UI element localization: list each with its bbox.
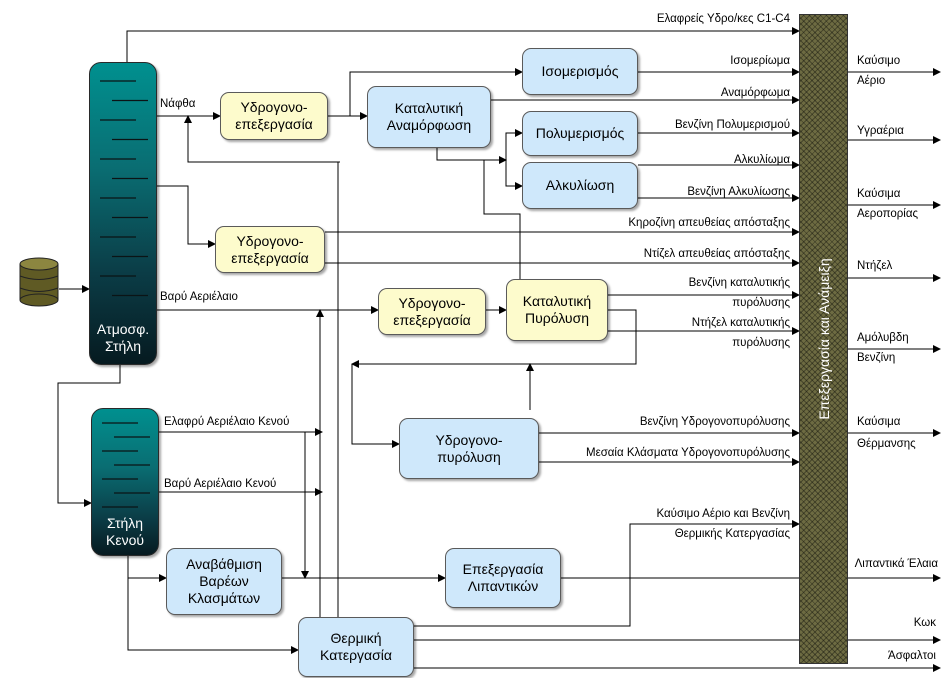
stream-light-vgo: Ελαφρύ Αεριέλαιο Κενού <box>164 416 290 428</box>
flow-line <box>157 185 216 248</box>
crude-tank-icon <box>19 257 59 307</box>
hydrocracking-unit: Υδρογονο- πυρόλυση <box>399 418 539 479</box>
stream-thermal-gas-gasoline-2: Θερμικής Κατεργασίας <box>674 528 790 540</box>
stream-cc-gasoline-2: πυρόλυσης <box>732 297 790 309</box>
product-fuel-gas: Καύσιμο <box>857 55 901 67</box>
atmospheric-column-label: Ατμοσφ. Στήλη <box>96 321 150 354</box>
flow-line <box>414 520 800 627</box>
flow-line <box>57 365 121 507</box>
stream-heavy-gasoil: Βαρύ Αεριέλαιο <box>160 291 238 303</box>
column-trays <box>100 80 148 297</box>
alkylation-unit: Αλκυλίωση <box>522 162 638 209</box>
flow-line <box>126 27 800 62</box>
product-coke: Κωκ <box>913 617 936 629</box>
catalytic-reforming-unit: Καταλυτική Αναμόρφωση <box>367 86 491 148</box>
isomerization-unit: Ισομερισμός <box>522 48 638 95</box>
stream-light-hydrocarbons: Ελαφρείς Υδρο/κες C1-C4 <box>656 13 790 25</box>
flow-line <box>436 148 507 164</box>
flow-line <box>483 160 521 279</box>
flow-line <box>184 115 340 163</box>
stream-heavy-vgo: Βαρύ Αεριέλαιο Κενού <box>164 478 277 490</box>
product-lpg: Υγραέρια <box>857 125 904 137</box>
thermal-processing-unit: Θερμική Κατεργασία <box>298 617 414 677</box>
blending-processing-column: Επεξεργασία και Ανάμειξη <box>799 14 848 664</box>
hydrotreating-gasoil-unit: Υδρογονο- επεξεργασία <box>378 288 486 335</box>
blending-label: Επεξεργασία και Ανάμειξη <box>815 258 832 420</box>
flow-line <box>351 309 637 368</box>
flow-line <box>505 160 523 190</box>
product-jet-fuel: Καύσιμα <box>857 188 901 200</box>
product-unleaded-gasoline-2: Βενζίνη <box>857 352 896 364</box>
heavy-fractions-upgrading-unit: Αναβάθμιση Βαρέων Κλασμάτων <box>166 548 282 615</box>
stream-cc-diesel: Ντήζελ καταλυτικής <box>691 317 790 329</box>
stream-alkylate: Αλκυλίωμα <box>733 154 790 166</box>
stream-isomerate: Ισομερίωμα <box>730 55 790 67</box>
stream-sr-diesel: Ντίζελ απευθείας απόσταξης <box>643 248 790 260</box>
atmospheric-column: Ατμοσφ. Στήλη <box>89 62 157 365</box>
product-heating-fuel: Καύσιμα <box>857 416 901 428</box>
product-asphalt: Άσφαλτοι <box>888 650 936 662</box>
flow-line <box>349 68 523 116</box>
product-fuel-gas-2: Αέριο <box>857 75 886 87</box>
stream-alkylation-gasoline: Βενζίνη Αλκυλίωσης <box>687 186 790 198</box>
stream-sr-kerosene: Κηροζίνη απευθείας απόσταξης <box>628 217 790 229</box>
flow-line <box>127 556 167 582</box>
stream-naphtha: Νάφθα <box>160 98 196 110</box>
catalytic-cracking-unit: Καταλυτική Πυρόλυση <box>506 279 608 341</box>
product-heating-fuel-2: Θέρμανσης <box>857 438 916 450</box>
vacuum-column-label: Στήλη Κενού <box>105 515 145 548</box>
stream-polymer-gasoline: Βενζίνη Πολυμερισμού <box>674 119 790 131</box>
flow-line <box>127 578 299 654</box>
stream-thermal-gas-gasoline: Καύσιμο Αέριο και Βενζίνη <box>656 508 790 520</box>
vacuum-column: Στήλη Κενού <box>91 408 159 556</box>
flow-line <box>351 364 400 448</box>
stream-cc-gasoline: Βενζίνη καταλυτικής <box>688 277 790 289</box>
stream-hc-middle-distillates: Μεσαία Κλάσματα Υδρογονοπυρόλυσης <box>585 447 790 459</box>
stream-cc-diesel-2: πυρόλυσης <box>732 337 790 349</box>
stream-reformate: Αναμόρφωμα <box>720 87 790 99</box>
product-jet-fuel-2: Αεροπορίας <box>857 208 919 220</box>
polymerization-unit: Πολυμερισμός <box>522 111 638 156</box>
hydrotreating-middle-distillates-unit: Υδρογονο- επεξεργασία <box>215 226 325 273</box>
hydrotreating-naphtha-unit: Υδρογονο- επεξεργασία <box>220 92 328 140</box>
product-diesel: Ντήζελ <box>857 260 893 272</box>
lube-oil-processing-unit: Επεξεργασία Λιπαντικών <box>445 548 561 608</box>
flow-line <box>505 129 523 160</box>
product-lube-oils: Λιπαντικά Έλαια <box>854 558 938 570</box>
stream-hc-gasoline: Βενζίνη Υδρογονοπυρόλυσης <box>639 416 790 428</box>
column-trays <box>102 422 150 508</box>
product-unleaded-gasoline: Αμόλυβδη <box>857 332 909 344</box>
